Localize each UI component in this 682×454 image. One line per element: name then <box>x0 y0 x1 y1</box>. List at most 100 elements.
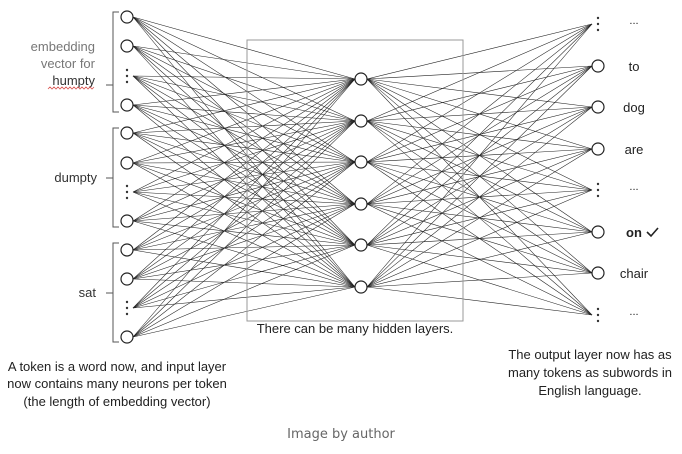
edge-hidden-output <box>366 23 593 163</box>
edge-input-hidden <box>132 16 356 288</box>
output-neuron <box>591 266 605 280</box>
edge-input-hidden <box>132 16 356 205</box>
edge-input-hidden <box>132 78 356 164</box>
input-neuron <box>120 330 134 344</box>
input-word-humpty: humpty <box>52 73 95 88</box>
hidden-neuron <box>354 72 368 86</box>
input-neuron <box>120 272 134 286</box>
edge-input-hidden <box>132 104 356 122</box>
output-token-label: ... <box>629 15 638 27</box>
input-neuron <box>120 10 134 24</box>
edge-input-hidden <box>132 78 356 280</box>
ellipsis-dot <box>125 300 129 304</box>
edge-input-hidden <box>132 191 356 246</box>
edge-input-hidden <box>132 45 356 205</box>
edge-input-hidden <box>132 78 356 134</box>
edge-input-hidden <box>132 249 356 288</box>
edge-input-hidden <box>132 278 356 288</box>
output-token-label: on <box>626 225 642 240</box>
edge-input-hidden <box>132 191 356 205</box>
edge-input-hidden <box>132 203 356 338</box>
hidden-layers-note: There can be many hidden layers. <box>257 321 454 336</box>
hidden-neuron <box>354 280 368 294</box>
checkmark-icon <box>646 227 659 238</box>
input-group-bracket <box>106 11 119 113</box>
edge-input-hidden <box>132 120 356 280</box>
spellcheck-underline <box>47 86 95 90</box>
edge-input-hidden <box>132 203 356 280</box>
ellipsis-dot <box>125 196 129 200</box>
edge-input-hidden <box>132 75 356 246</box>
input-neuron <box>120 39 134 53</box>
output-token-label: dog <box>623 100 645 115</box>
edge-input-hidden <box>132 203 356 251</box>
output-token-label: are <box>625 142 644 157</box>
left-note-line1: A token is a word now, and input layer <box>8 359 227 374</box>
output-neuron <box>591 100 605 114</box>
edge-hidden-output <box>366 65 593 288</box>
edge-input-hidden <box>132 161 356 164</box>
ellipsis-dot <box>596 182 600 186</box>
hidden-neuron <box>354 238 368 252</box>
edge-input-hidden <box>132 120 356 134</box>
edge-input-hidden <box>132 120 356 222</box>
input-group-brackets <box>106 11 119 343</box>
edge-input-hidden <box>132 16 356 80</box>
output-token-label: ... <box>629 306 638 318</box>
output-neuron <box>591 59 605 73</box>
input-word-sat: sat <box>79 285 97 300</box>
edge-input-hidden <box>132 162 356 246</box>
edge-input-hidden <box>132 244 356 309</box>
image-caption: Image by author <box>287 427 395 442</box>
edge-hidden-output <box>366 65 593 205</box>
input-neuron <box>120 214 134 228</box>
edge-input-hidden <box>132 244 356 338</box>
edge-input-hidden <box>132 75 356 80</box>
left-note-line3: (the length of embedding vector) <box>23 394 210 409</box>
output-token-label: ... <box>629 181 638 193</box>
right-note-line2: many tokens as subwords in <box>508 365 672 380</box>
ellipsis-dot <box>125 74 129 78</box>
edge-hidden-output <box>366 148 593 288</box>
edge-hidden-output <box>366 23 593 80</box>
edge-input-hidden <box>132 244 356 280</box>
edge-input-hidden <box>132 161 356 222</box>
edge-input-hidden <box>132 78 356 338</box>
edge-input-hidden <box>132 78 356 193</box>
ellipsis-dot <box>596 188 600 192</box>
edge-input-hidden <box>132 132 356 205</box>
ellipsis-dot <box>125 306 129 310</box>
input-label-line1: embedding <box>31 39 95 54</box>
edge-input-hidden <box>132 132 356 163</box>
ellipsis-dots <box>125 16 600 323</box>
edge-input-hidden <box>132 78 356 106</box>
edge-hidden-output <box>366 286 593 316</box>
edge-input-hidden <box>132 120 356 309</box>
ellipsis-dot <box>596 307 600 311</box>
ellipsis-dot <box>125 80 129 84</box>
edge-input-hidden <box>132 132 356 288</box>
edge-hidden-output <box>366 23 593 246</box>
output-token-labels: ...todogare...onchair... <box>620 15 659 318</box>
right-note-line1: The output layer now has as <box>508 347 672 362</box>
edge-input-hidden <box>132 78 356 222</box>
network-edges <box>132 16 593 338</box>
ellipsis-dot <box>596 313 600 317</box>
edge-input-hidden <box>132 75 356 122</box>
edge-hidden-output <box>366 272 593 288</box>
edge-hidden-output <box>366 244 593 274</box>
edge-input-hidden <box>132 16 356 122</box>
input-neuron <box>120 126 134 140</box>
ellipsis-dot <box>596 194 600 198</box>
edge-input-hidden <box>132 191 356 288</box>
edge-input-hidden <box>132 161 356 280</box>
edge-input-hidden <box>132 203 356 222</box>
ellipsis-dot <box>125 184 129 188</box>
edge-input-hidden <box>132 78 356 251</box>
edge-input-hidden <box>132 161 356 309</box>
edge-input-hidden <box>132 78 356 309</box>
ellipsis-dot <box>596 22 600 26</box>
edge-input-hidden <box>132 161 356 338</box>
input-neuron <box>120 243 134 257</box>
edge-input-hidden <box>132 75 356 205</box>
